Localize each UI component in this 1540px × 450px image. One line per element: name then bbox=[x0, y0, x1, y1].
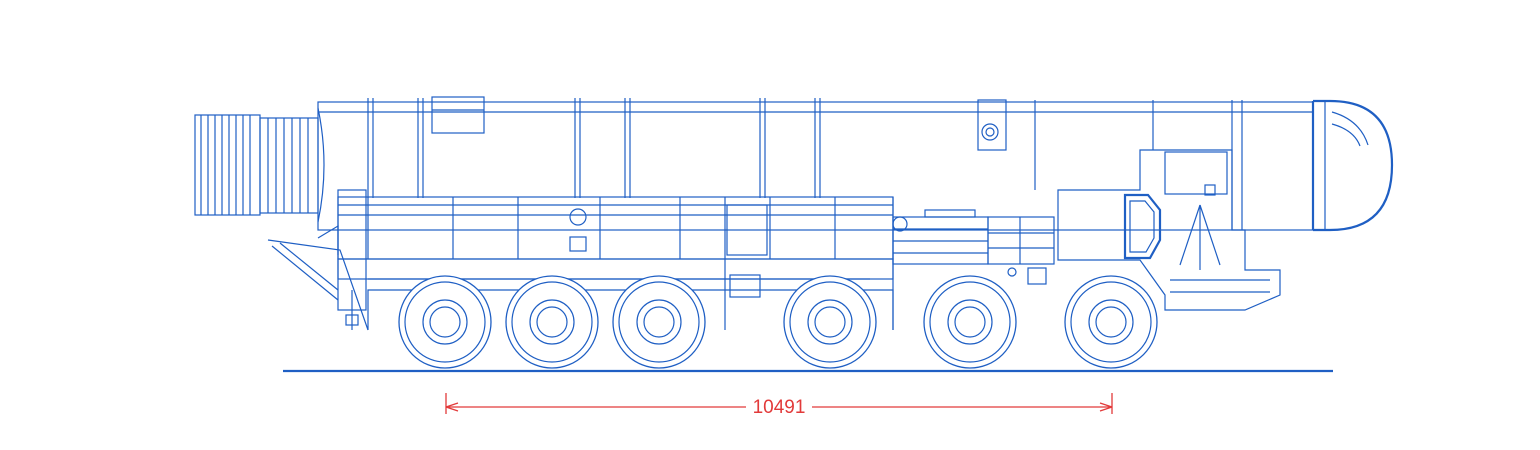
missile-canister bbox=[317, 96, 1394, 232]
wheel-4 bbox=[783, 275, 877, 369]
support-frames bbox=[367, 98, 821, 198]
wheel-1 bbox=[398, 275, 492, 369]
wheelbase-dimension-label: 10491 bbox=[746, 396, 812, 420]
rear-nozzle bbox=[194, 107, 325, 223]
rear-stabilizer bbox=[267, 189, 369, 331]
cabin bbox=[1057, 149, 1281, 311]
wheel-5 bbox=[923, 275, 1017, 369]
wheel-6 bbox=[1064, 275, 1158, 369]
wheel-3 bbox=[612, 275, 706, 369]
wheel-2 bbox=[505, 275, 599, 369]
